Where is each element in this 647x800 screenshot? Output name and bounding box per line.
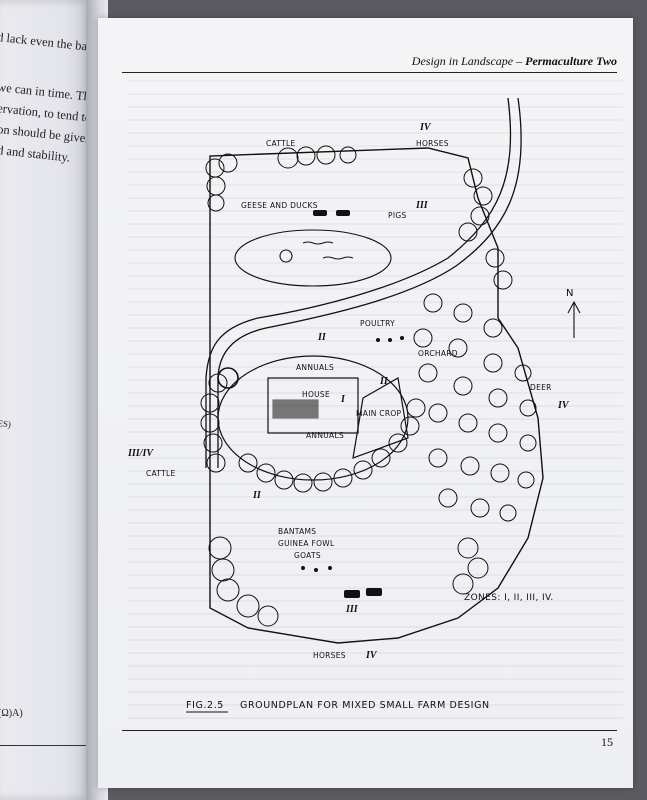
zone-mark-ii-orchard: II — [379, 376, 389, 387]
label-horses-bottom: HORSES — [313, 651, 346, 660]
label-geese-and-ducks: GEESE AND DUCKS — [241, 201, 318, 210]
property-boundary — [209, 147, 544, 644]
label-main-crop: MAIN CROP — [356, 409, 402, 418]
zone-mark-iii-iv-left: III/IV — [127, 448, 154, 459]
zone-mark-ii-bottom: II — [252, 490, 262, 501]
label-guinea-fowl: GUINEA FOWL — [278, 539, 335, 548]
label-annuals-bottom: ANNUALS — [306, 431, 344, 440]
label-cattle-top: CATTLE — [266, 139, 296, 148]
header-subtitle: Permaculture Two — [525, 54, 617, 68]
footer-rule — [122, 730, 617, 731]
label-poultry: POULTRY — [360, 319, 395, 328]
label-pigs: PIGS — [388, 211, 407, 220]
left-page-line: d lack even the basic — [0, 30, 92, 55]
pond — [234, 229, 392, 287]
header-rule — [122, 72, 617, 73]
label-deer: DEER — [530, 383, 552, 392]
zone-mark-iv-deer: IV — [557, 400, 570, 411]
label-bantams: BANTAMS — [278, 527, 316, 536]
left-page-fragment: ES) — [0, 418, 12, 430]
zone-mark-ii-poultry: II — [317, 332, 327, 343]
left-page-fragment: (Ω)A) — [0, 708, 23, 719]
house-circle — [217, 355, 409, 481]
zone-mark-iv-top: IV — [419, 122, 432, 133]
header-title: Design in Landscape – — [411, 54, 526, 68]
zone-mark-iii-bottom: III — [345, 604, 359, 615]
farm-groundplan-figure: CATTLE HORSES IV GEESE AND DUCKS PIGS II… — [127, 97, 581, 713]
label-horses-top: HORSES — [416, 139, 449, 148]
label-annuals-top: ANNUALS — [296, 363, 334, 372]
figure-caption: GROUNDPLAN FOR MIXED SMALL FARM DESIGN — [240, 700, 490, 711]
label-orchard: ORCHARD — [418, 349, 458, 358]
animal-silhouettes — [301, 210, 404, 598]
page-number: 15 — [601, 735, 613, 749]
tree-clusters — [200, 145, 513, 627]
zone-mark-iii-pigs: III — [415, 200, 429, 211]
running-header: Design in Landscape – Permaculture Two — [412, 54, 617, 69]
north-label: N — [566, 288, 574, 299]
label-house: HOUSE — [302, 390, 330, 399]
zone-mark-i-house: I — [340, 394, 346, 405]
label-goats: GOATS — [294, 551, 321, 560]
zones-legend: ZONES: I, II, III, IV. — [464, 593, 554, 603]
orchard-trees — [413, 293, 537, 522]
driveway — [205, 97, 522, 468]
left-page-rule — [0, 745, 92, 746]
left-page-line: d and stability. — [0, 143, 71, 165]
left-page: d lack even the basic we can in time. Th… — [0, 0, 92, 800]
north-arrow — [567, 300, 581, 338]
figure-number: FIG.2.5 — [186, 700, 224, 711]
zone-mark-iv-bottom: IV — [365, 650, 378, 661]
label-cattle-left: CATTLE — [146, 469, 176, 478]
